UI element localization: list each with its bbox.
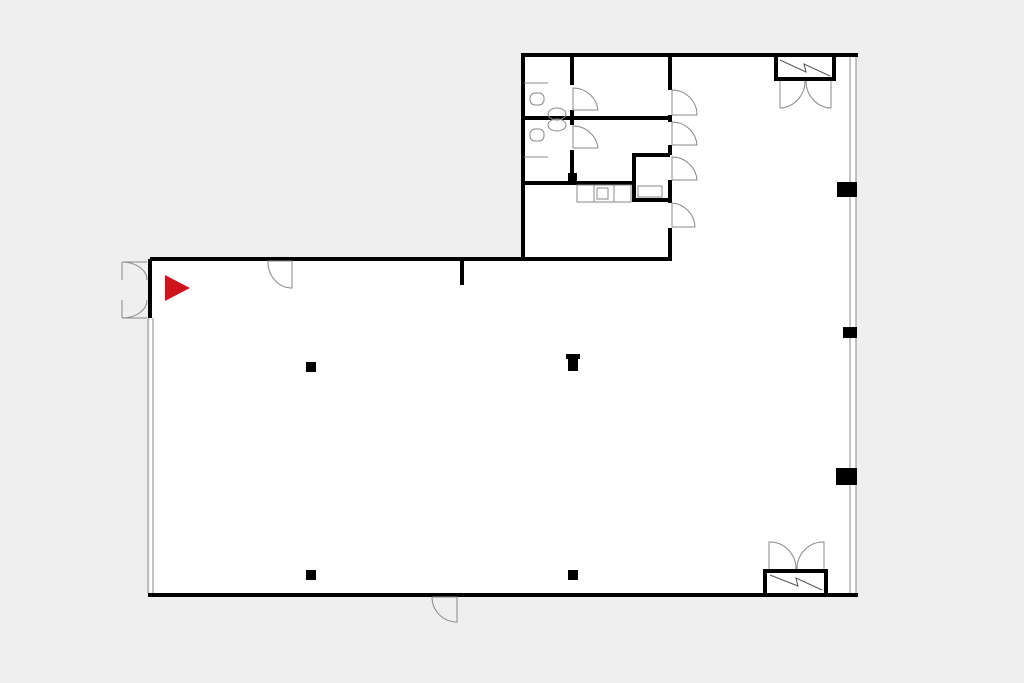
- doors: [121, 80, 832, 623]
- exterior-walls: [148, 53, 858, 597]
- sink-icon: [596, 187, 609, 200]
- column: [843, 327, 857, 338]
- columns: [306, 182, 857, 580]
- stairwell-bottom: [763, 569, 828, 597]
- interior-walls: [460, 55, 672, 285]
- column: [306, 362, 316, 372]
- sink-icon: [547, 107, 567, 121]
- shaft-column: [568, 173, 577, 184]
- column: [306, 570, 316, 580]
- sink-icon: [637, 185, 663, 198]
- stairwell-top: [774, 53, 836, 81]
- red-triangle-marker-icon: [165, 275, 190, 301]
- column: [568, 570, 578, 580]
- kitchen-counter: [576, 184, 632, 203]
- toilet-icon: [529, 128, 545, 142]
- sink-icon: [547, 118, 567, 132]
- window-walls: [147, 57, 857, 593]
- column: [837, 182, 857, 197]
- column: [836, 468, 857, 485]
- fixtures: [524, 82, 663, 203]
- column: [566, 354, 580, 371]
- floor-area: [150, 55, 856, 595]
- toilet-icon: [529, 92, 545, 106]
